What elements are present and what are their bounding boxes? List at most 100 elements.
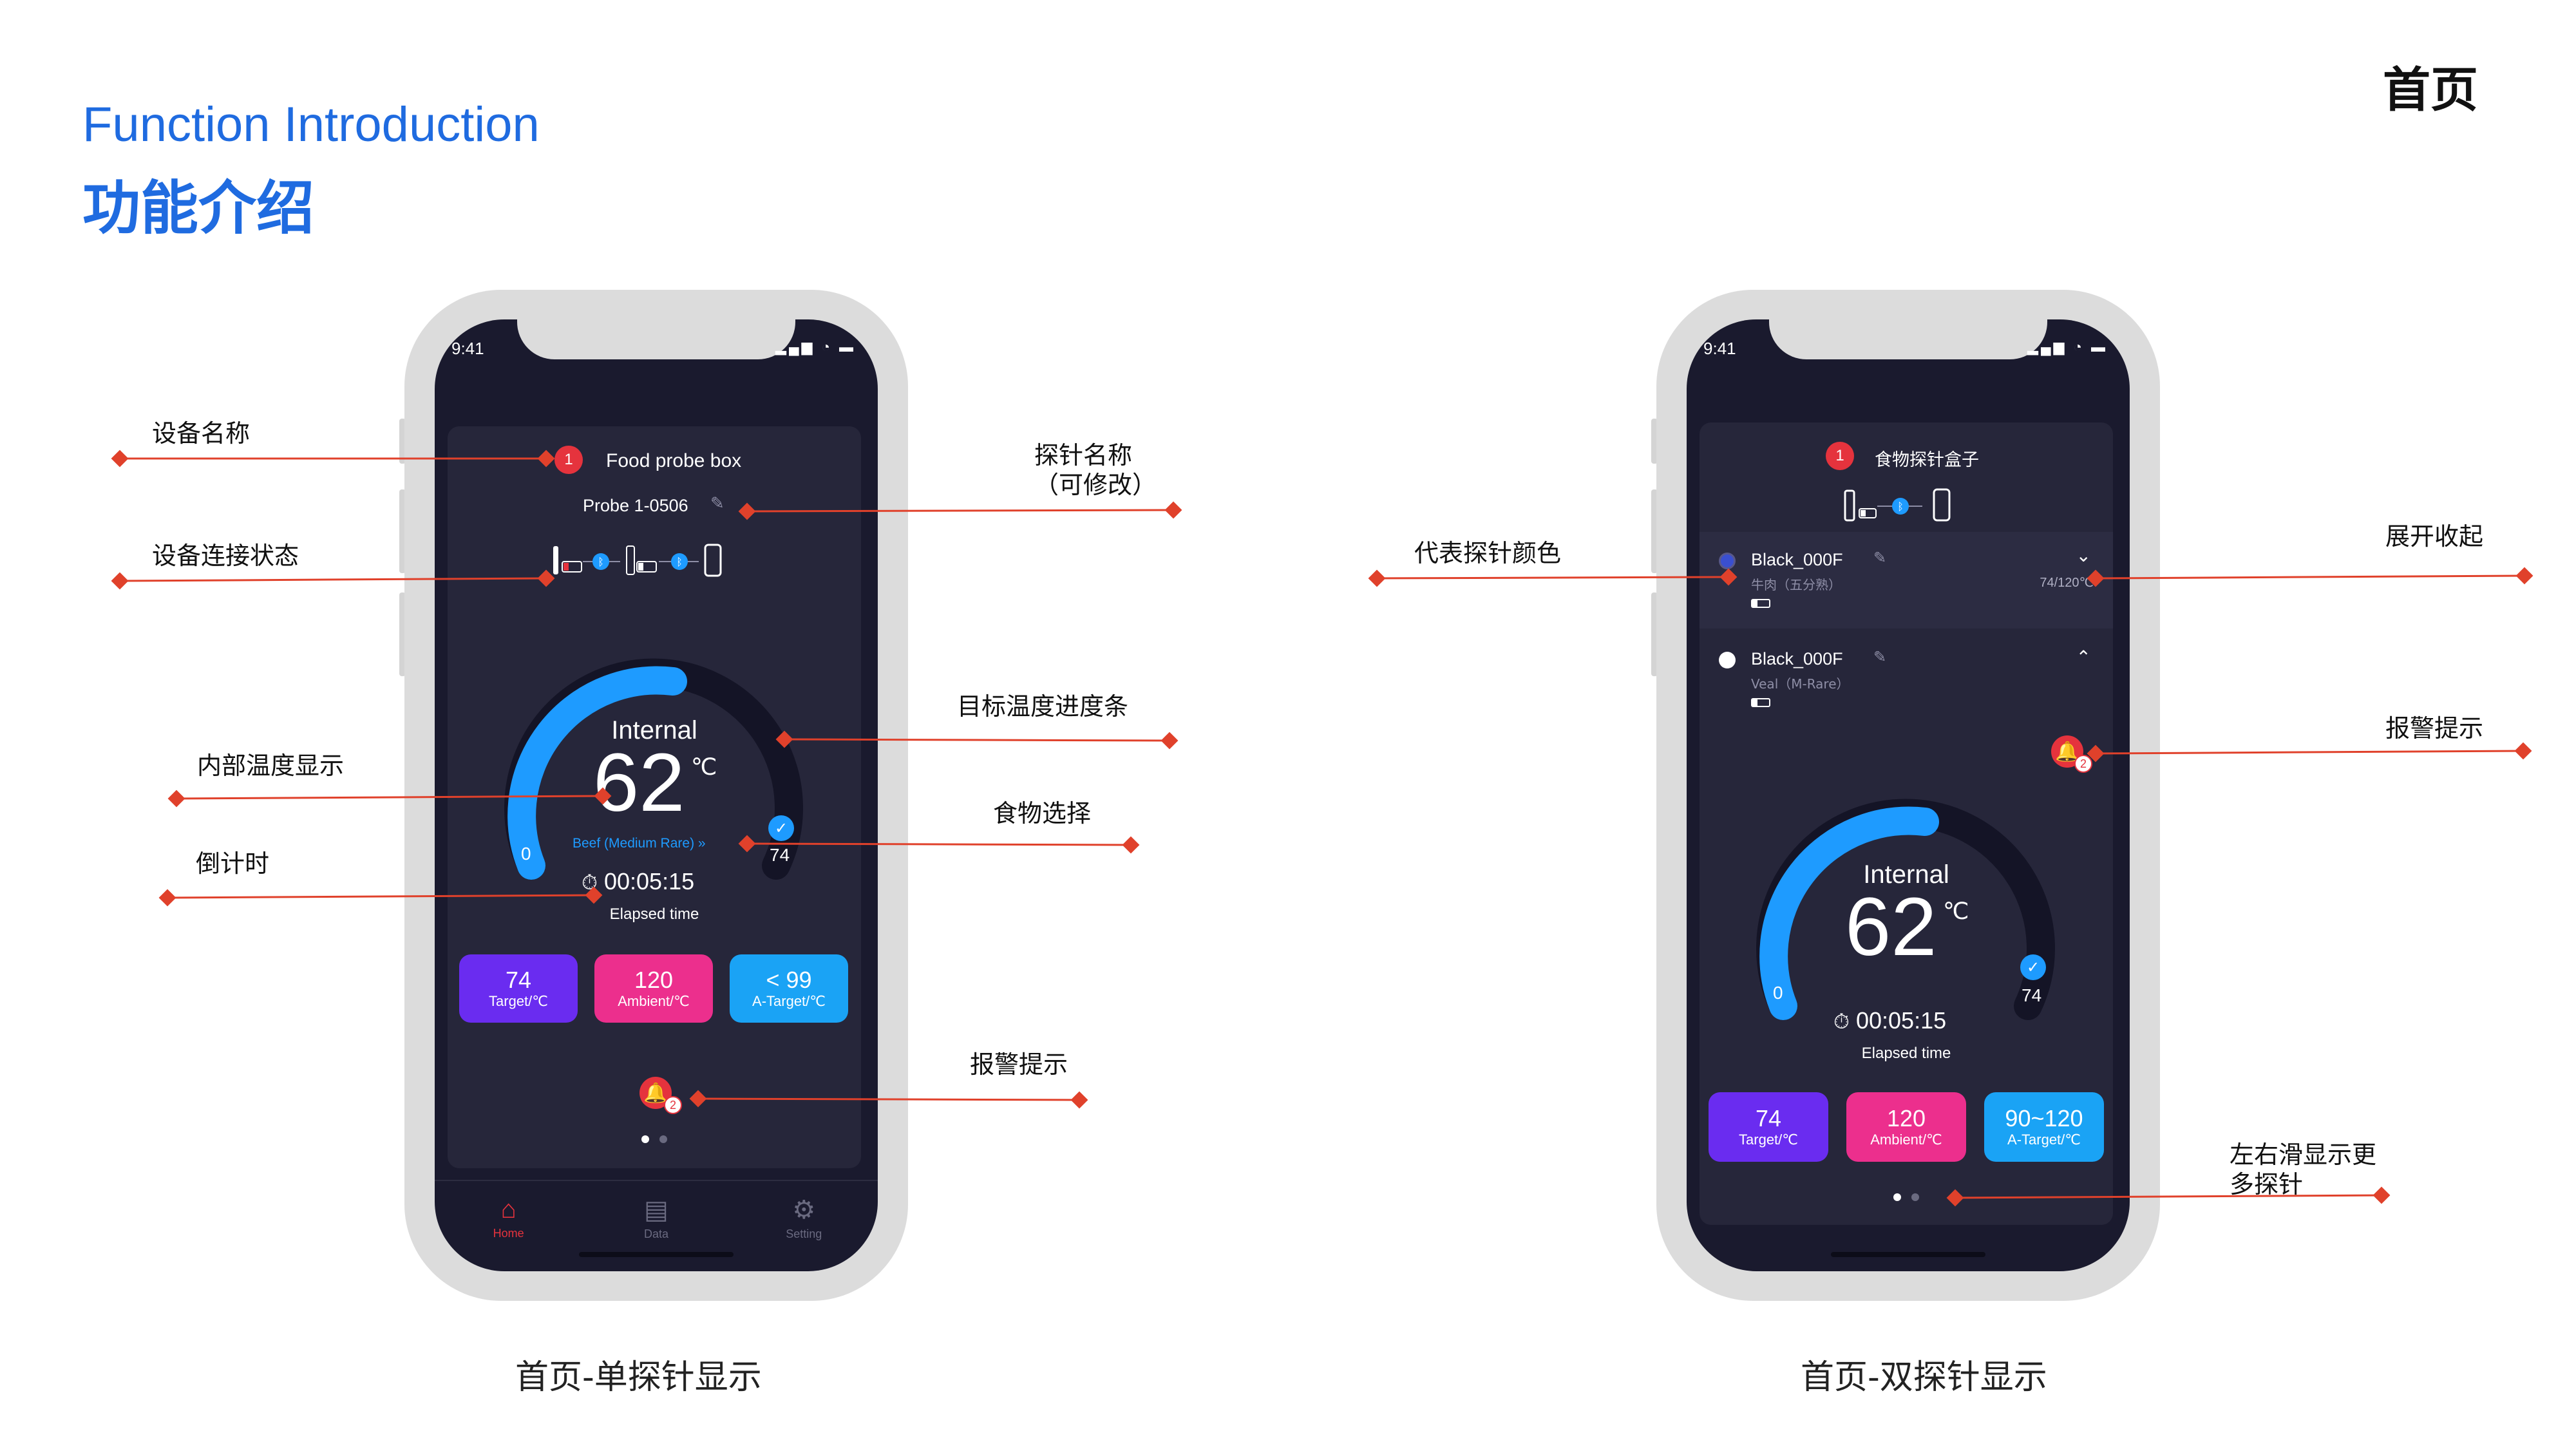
phone-side-button — [399, 592, 406, 676]
battery-icon — [1751, 698, 1770, 707]
food-select[interactable]: Beef (Medium Rare) » — [573, 836, 706, 851]
probe-name[interactable]: Black_000F — [1751, 550, 1843, 569]
probe-name[interactable]: Black_000F — [1751, 649, 1843, 668]
temperature-gauge — [486, 617, 821, 913]
timer: ⏱ 00:05:15 — [582, 868, 694, 895]
internal-temp-value: 62 — [1845, 881, 1937, 973]
phone-dual-probe: 9:41 ▂▄▆ ◔ ▬ 1 食物探针盒子 ᛒ Black_000F ✎ 牛肉（… — [1656, 290, 2160, 1301]
probe-card[interactable]: 1 Food probe box Probe 1-0506 ✎ ᛒ ᛒ — [448, 426, 861, 1168]
timer: ⏱ 00:05:15 — [1833, 1007, 1946, 1034]
probe-temp-summary: 74/120℃ — [2040, 576, 2094, 590]
status-time: 9:41 — [1703, 339, 1736, 358]
probe-color-dot — [1719, 553, 1736, 569]
timer-label: Elapsed time — [609, 905, 699, 923]
gauge-min-label: 0 — [521, 844, 531, 864]
internal-temp-value: 62 — [593, 737, 685, 829]
target-temp-tile[interactable]: 74 Target/℃ — [459, 954, 578, 1023]
tab-label: Data — [643, 1227, 668, 1240]
alarm-count-badge: 2 — [2074, 755, 2092, 773]
callout-connection-status: 设备连接状态 — [152, 542, 299, 570]
tile-label: Target/℃ — [489, 992, 548, 1009]
ambient-temp-tile[interactable]: 120 Ambient/℃ — [1846, 1092, 1966, 1162]
callout-food-select: 食物选择 — [993, 799, 1092, 828]
edit-icon[interactable]: ✎ — [1873, 649, 1887, 666]
callout-expand-collapse: 展开收起 — [2385, 522, 2484, 551]
gear-icon: ⚙ — [792, 1196, 816, 1224]
callout-internal-temp: 内部温度显示 — [197, 752, 345, 780]
callout-probe-name-note: （可修改） — [1034, 471, 1157, 499]
probe-name[interactable]: Probe 1-0506 — [583, 496, 688, 515]
gauge-max-label: 74 — [770, 845, 790, 865]
tile-value: 120 — [634, 967, 674, 993]
device-name[interactable]: 食物探针盒子 — [1875, 450, 1979, 470]
page-dot[interactable] — [1911, 1193, 1919, 1201]
a-target-temp-tile[interactable]: < 99 A-Target/℃ — [730, 954, 848, 1023]
status-icons: ▂▄▆ ◔ ▬ — [775, 339, 856, 355]
svg-text:ᛒ: ᛒ — [598, 556, 604, 568]
chevron-right-icon: » — [697, 836, 706, 851]
page-dot-active[interactable] — [641, 1135, 649, 1143]
svg-text:ᛒ: ᛒ — [676, 556, 683, 568]
callout-alarm-dual: 报警提示 — [2385, 714, 2484, 743]
page-indicator[interactable] — [1700, 1193, 2113, 1204]
callout-probe-color: 代表探针颜色 — [1414, 539, 1562, 567]
svg-text:ᛒ: ᛒ — [1897, 500, 1904, 513]
tab-bar-divider — [435, 1180, 878, 1181]
status-icons: ▂▄▆ ◔ ▬ — [2027, 339, 2108, 355]
target-temp-tile[interactable]: 74 Target/℃ — [1709, 1092, 1828, 1162]
timer-value: 00:05:15 — [1855, 1007, 1947, 1034]
connection-status-icon: ᛒ ᛒ — [553, 544, 722, 577]
temp-unit: ℃ — [1943, 898, 1969, 924]
page-dot[interactable] — [659, 1135, 667, 1143]
callout-probe-name: 探针名称 — [1034, 441, 1133, 469]
phone-side-button — [1651, 419, 1658, 464]
gauge-label: Internal — [611, 716, 697, 744]
page-title-cn: 功能介绍 — [82, 175, 314, 242]
connection-status-icon: ᛒ — [1844, 488, 1951, 522]
callout-alarm-single: 报警提示 — [970, 1050, 1068, 1079]
gauge-progress — [507, 666, 687, 880]
food-label: Beef (Medium Rare) — [573, 836, 695, 851]
target-check-icon: ✓ — [768, 815, 794, 841]
status-time: 9:41 — [451, 339, 484, 358]
tab-home[interactable]: ⌂ Home — [470, 1195, 547, 1241]
tile-value: < 99 — [766, 967, 812, 993]
tile-label: Ambient/℃ — [1870, 1131, 1942, 1148]
tile-label: Ambient/℃ — [618, 992, 690, 1009]
callout-swipe-more-line2: 多探针 — [2230, 1170, 2304, 1198]
edit-icon[interactable]: ✎ — [710, 493, 724, 513]
phone-side-button — [399, 489, 406, 573]
probe-row-collapsed[interactable]: Black_000F ✎ 牛肉（五分熟） 74/120℃ ⌄ — [1700, 532, 2113, 629]
tab-data[interactable]: ▤ Data — [618, 1195, 695, 1241]
alarm-bell-icon[interactable]: 🔔 — [639, 1077, 672, 1109]
phone-side-button — [1651, 489, 1658, 573]
page-dot-active[interactable] — [1893, 1193, 1901, 1201]
caption-dual-probe: 首页-双探针显示 — [1801, 1358, 2047, 1397]
tab-setting[interactable]: ⚙ Setting — [765, 1195, 842, 1241]
tab-label: Home — [493, 1227, 524, 1240]
edit-icon[interactable]: ✎ — [1873, 549, 1887, 567]
ambient-temp-tile[interactable]: 120 Ambient/℃ — [594, 954, 713, 1023]
device-index-badge: 1 — [1826, 442, 1854, 470]
chevron-down-icon[interactable]: ⌄ — [2076, 545, 2091, 565]
gauge-label: Internal — [1863, 860, 1949, 889]
tab-label: Setting — [786, 1227, 822, 1240]
device-name[interactable]: Food probe box — [606, 450, 742, 471]
page-indicator[interactable] — [448, 1135, 861, 1146]
timer-label: Elapsed time — [1861, 1045, 1951, 1062]
callout-device-name: 设备名称 — [152, 419, 251, 448]
phone-screen: 9:41 ▂▄▆ ◔ ▬ 1 Food probe box Probe 1-05… — [435, 319, 878, 1271]
tile-value: 120 — [1886, 1105, 1926, 1132]
phone-side-button — [399, 419, 406, 464]
callout-target-progress: 目标温度进度条 — [957, 692, 1129, 721]
phone-notch — [517, 319, 795, 359]
chevron-up-icon[interactable]: ⌃ — [2076, 647, 2091, 667]
stopwatch-icon: ⏱ — [1833, 1010, 1850, 1033]
home-indicator — [579, 1252, 734, 1257]
a-target-temp-tile[interactable]: 90~120 A-Target/℃ — [1984, 1092, 2104, 1162]
tile-label: Target/℃ — [1739, 1131, 1798, 1148]
phone-notch — [1769, 319, 2047, 359]
home-indicator — [1831, 1252, 1985, 1257]
temperature-gauge — [1738, 757, 2073, 1054]
